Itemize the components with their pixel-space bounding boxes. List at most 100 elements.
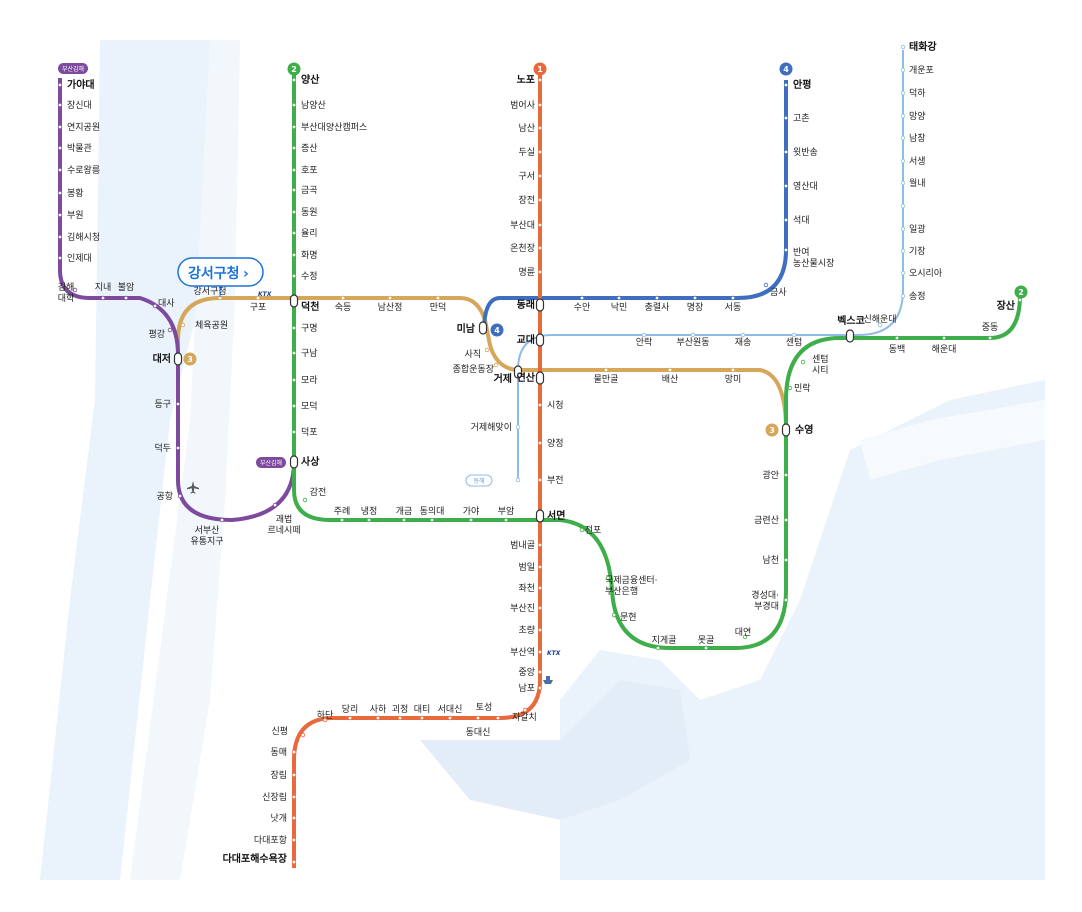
station-dot[interactable] <box>175 401 181 407</box>
station-label[interactable]: 양산 <box>301 73 320 86</box>
station-dot[interactable] <box>654 295 660 301</box>
station-label[interactable]: 동래 <box>517 298 535 311</box>
line-2-badge[interactable]: 2 <box>287 62 301 76</box>
station-label[interactable]: 자갈치 <box>512 711 537 723</box>
line-1-badge[interactable]: 1 <box>533 62 547 76</box>
line-4-badge[interactable]: 4 <box>779 62 793 76</box>
station-dot[interactable] <box>57 190 63 196</box>
station-dot[interactable] <box>537 149 543 155</box>
station-dot[interactable] <box>177 493 183 499</box>
station-label[interactable]: 구서 <box>518 171 535 182</box>
station-dot[interactable] <box>783 82 789 88</box>
station-dot[interactable] <box>783 217 789 223</box>
station-dot[interactable] <box>375 715 381 721</box>
station-label[interactable]: 신평 <box>271 726 288 737</box>
station-dot[interactable] <box>537 649 543 655</box>
station-dot[interactable] <box>1017 297 1023 303</box>
station-dot[interactable] <box>900 180 906 186</box>
station-dot[interactable] <box>537 222 543 228</box>
station-label[interactable]: 평강 <box>148 329 165 340</box>
station-label[interactable]: 하단 <box>317 710 334 721</box>
station-label[interactable]: 월내 <box>909 177 926 189</box>
station-dot[interactable] <box>291 859 297 865</box>
station-label[interactable]: 김해시청 <box>67 231 100 243</box>
station-label[interactable]: 망미 <box>725 374 742 385</box>
station-label[interactable]: 서동 <box>725 302 742 313</box>
station-dot[interactable] <box>291 252 297 258</box>
transfer-station-marker[interactable] <box>781 423 791 437</box>
station-label[interactable]: 시청 <box>547 400 564 411</box>
station-label[interactable]: 민락 <box>794 382 811 394</box>
station-label[interactable]: 연지공원 <box>67 122 100 133</box>
station-dot[interactable] <box>495 715 501 721</box>
station-label[interactable]: 덕하 <box>909 88 926 99</box>
station-label[interactable]: 신해운대 <box>863 314 896 325</box>
station-label[interactable]: 동매 <box>270 747 287 758</box>
station-label[interactable]: 덕두 <box>154 443 171 454</box>
station-label[interactable]: 토성 <box>476 702 493 713</box>
station-dot[interactable] <box>180 322 186 328</box>
station-dot[interactable] <box>900 158 906 164</box>
station-dot[interactable] <box>655 645 661 651</box>
station-dot[interactable] <box>291 273 297 279</box>
station-label[interactable]: 가야 <box>463 506 480 517</box>
station-label[interactable]: 안락 <box>636 336 653 348</box>
transfer-station-marker[interactable] <box>535 509 545 523</box>
station-dot[interactable] <box>484 347 490 353</box>
station-dot[interactable] <box>783 115 789 121</box>
station-dot[interactable] <box>291 325 297 331</box>
station-dot[interactable] <box>57 102 63 108</box>
station-dot[interactable] <box>100 295 106 301</box>
transfer-station-marker[interactable] <box>173 352 183 366</box>
station-label[interactable]: 센텀 <box>786 336 803 348</box>
station-dot[interactable] <box>783 557 789 563</box>
station-label[interactable]: 숙등 <box>335 302 352 313</box>
station-label[interactable]: 못골 <box>698 635 715 646</box>
station-label[interactable]: 노포 <box>517 74 535 86</box>
station-label[interactable]: 남천 <box>762 555 779 566</box>
station-label[interactable]: 범어사 <box>510 100 536 111</box>
station-label[interactable]: 감전 <box>310 486 327 498</box>
station-label[interactable]: 장전 <box>518 195 535 206</box>
station-dot[interactable] <box>302 497 308 503</box>
station-dot[interactable] <box>515 424 521 430</box>
station-label[interactable]: 호포 <box>301 165 318 176</box>
station-label[interactable]: 사하 <box>370 704 387 715</box>
station-dot[interactable] <box>401 517 407 523</box>
station-dot[interactable] <box>730 367 736 373</box>
station-label[interactable]: 금사 <box>770 287 787 298</box>
station-label[interactable]: 모덕 <box>301 401 318 412</box>
station-label[interactable]: 불암 <box>118 281 135 293</box>
station-dot[interactable] <box>783 183 789 189</box>
station-label[interactable]: 망양 <box>909 111 926 122</box>
station-label[interactable]: 대연 <box>735 627 752 638</box>
station-label[interactable]: 남포 <box>518 683 535 694</box>
station-dot[interactable] <box>387 295 393 301</box>
station-label[interactable]: 안평 <box>793 78 811 91</box>
station-dot[interactable] <box>291 377 297 383</box>
station-label[interactable]: 오시리아 <box>909 268 943 279</box>
station-label[interactable]: 충렬사 <box>645 302 671 313</box>
station-label[interactable]: 수로왕릉 <box>67 165 100 176</box>
station-label[interactable]: 가야대 <box>67 78 95 91</box>
station-label[interactable]: 서생 <box>909 156 926 167</box>
station-label[interactable]: 낙민 <box>611 302 628 313</box>
station-dot[interactable] <box>579 527 585 533</box>
station-dot[interactable] <box>503 517 509 523</box>
station-dot[interactable] <box>611 612 617 618</box>
station-label[interactable]: 화명 <box>301 250 318 261</box>
station-label[interactable]: 부산역 <box>510 647 535 658</box>
station-label[interactable]: 명장 <box>687 302 704 313</box>
station-dot[interactable] <box>900 113 906 119</box>
station-label[interactable]: 문현 <box>620 612 637 623</box>
station-label[interactable]: 서대신 <box>438 704 463 715</box>
station-dot[interactable] <box>291 102 297 108</box>
station-label[interactable]: 서면 <box>547 509 565 522</box>
station-label[interactable]: 연산 <box>517 371 536 384</box>
station-label[interactable]: 당리 <box>342 704 359 715</box>
station-dot[interactable] <box>900 203 906 209</box>
station-label[interactable]: 사직 <box>464 349 481 360</box>
station-label[interactable]: 남산정 <box>378 302 403 313</box>
station-dot[interactable] <box>900 67 906 73</box>
